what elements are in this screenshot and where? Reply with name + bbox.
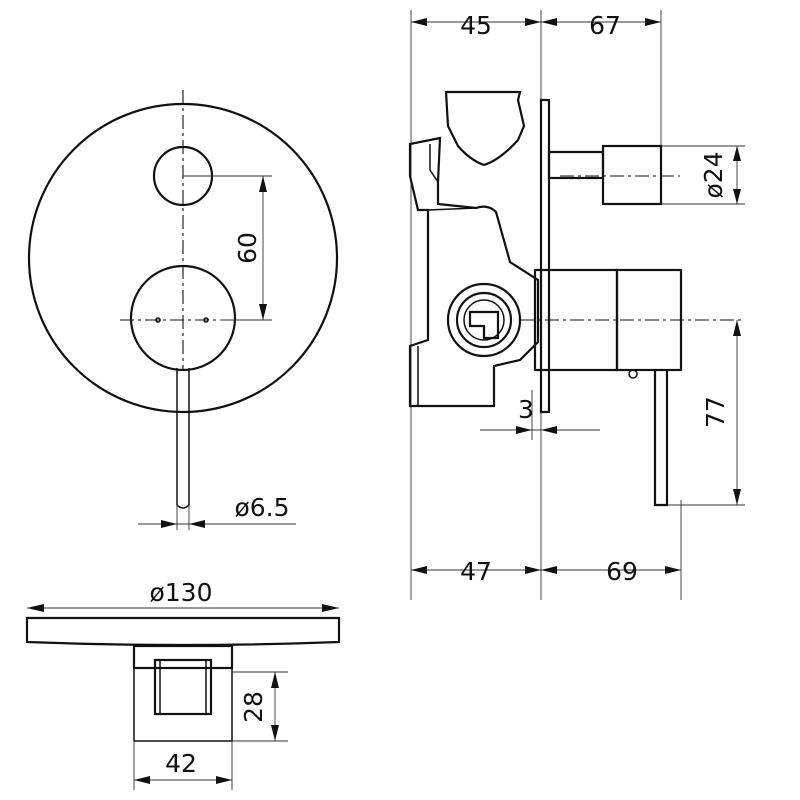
top-view: ø130 28 42 [25, 578, 341, 790]
dim-77-arrow-top [733, 320, 741, 336]
lever-handle [176, 368, 190, 509]
rear-body-outline [133, 668, 233, 742]
diverter-knob [444, 90, 526, 167]
side-view: 45 67 47 69 ø24 [408, 10, 745, 600]
dim-28-arrow-bottom [271, 725, 279, 741]
dim-42-label: 42 [165, 749, 197, 778]
dim-45-arrow-left [411, 18, 427, 26]
dim-3-arrow-left [516, 426, 532, 434]
dim-69-label: 69 [606, 557, 638, 586]
outlet-port-inner [463, 299, 505, 341]
handle-grub-screw [628, 369, 638, 379]
dim-77-label: 77 [701, 396, 730, 428]
dim-6-5-label: ø6.5 [234, 493, 289, 522]
spindle-housing [132, 644, 234, 670]
lever-side [653, 370, 669, 507]
dim-42-arrow-left [134, 776, 150, 784]
dim-60-arrow-top [259, 176, 267, 192]
front-view: 60 ø6.5 [27, 90, 339, 530]
dim-47-arrow-left [411, 566, 427, 574]
dim-67-arrow-right [645, 18, 661, 26]
dim-47-arrow-right [525, 566, 541, 574]
dim-60-label: 60 [233, 232, 262, 264]
dim-130-arrow-left [27, 604, 44, 612]
dim-67-arrow-left [541, 18, 557, 26]
spindle-body [153, 658, 213, 716]
dim-28-label: 28 [239, 691, 268, 723]
plate-edge [25, 616, 341, 647]
outlet-port-key [468, 310, 500, 340]
dim-6-5-arrow-right [189, 520, 205, 528]
dim-69-arrow-left [541, 566, 557, 574]
dim-45-label: 45 [460, 11, 492, 40]
dim-3-label: 3 [518, 395, 534, 424]
dim-42-arrow-right [216, 776, 232, 784]
diverter-stem [547, 150, 605, 180]
valve-body-inner [417, 144, 495, 406]
dim-24-arrow-bottom [733, 189, 741, 204]
dim-67-label: 67 [589, 11, 621, 40]
dim-24-label: ø24 [699, 151, 728, 198]
dim-77-arrow-bottom [733, 489, 741, 505]
side-cover-plate [539, 98, 551, 414]
outlet-port-ring [455, 291, 513, 349]
dim-130-label: ø130 [149, 578, 212, 607]
dim-24-arrow-top [733, 146, 741, 161]
dim-130-arrow-right [322, 604, 339, 612]
dim-28-arrow-top [271, 672, 279, 688]
dim-3-arrow-right [541, 426, 557, 434]
dim-6-5-arrow-left [161, 520, 177, 528]
diverter-cap [601, 144, 663, 206]
dim-45-arrow-right [525, 18, 541, 26]
dim-47-label: 47 [460, 557, 492, 586]
outlet-port-outer [446, 282, 522, 358]
valve-body [408, 136, 540, 408]
dim-69-arrow-right [665, 566, 681, 574]
dim-60-arrow-bottom [259, 304, 267, 320]
